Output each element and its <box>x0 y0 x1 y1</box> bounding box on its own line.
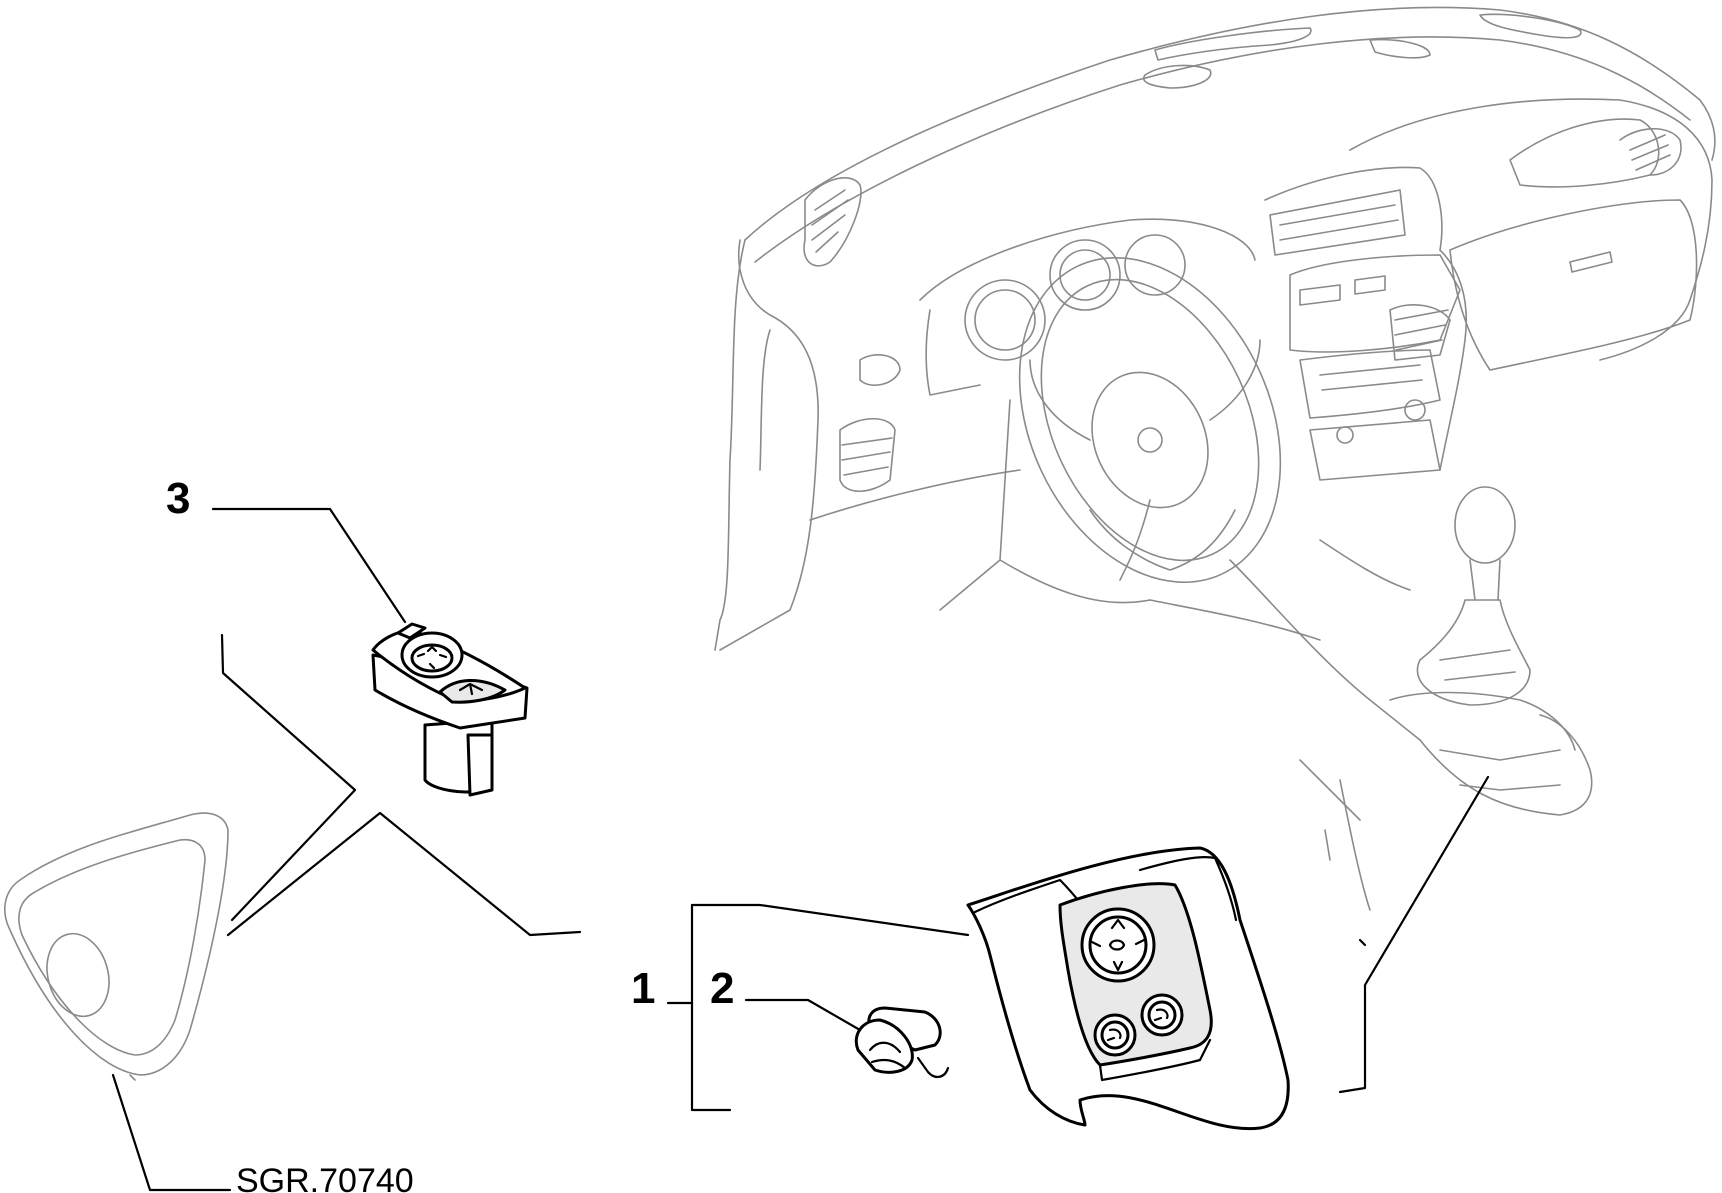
dashboard-illustration <box>714 6 1716 911</box>
trim-cover <box>4 812 229 1081</box>
part-3-switch <box>371 622 529 797</box>
reference-code: SGR.70740 <box>236 1162 414 1193</box>
part-2-clip <box>854 1006 950 1078</box>
part-1-switch-panel <box>966 846 1290 1131</box>
leader-lines <box>111 507 1490 1192</box>
callout-1: 1 <box>631 964 655 1013</box>
callout-3: 3 <box>166 474 190 523</box>
callout-2: 2 <box>710 964 734 1013</box>
